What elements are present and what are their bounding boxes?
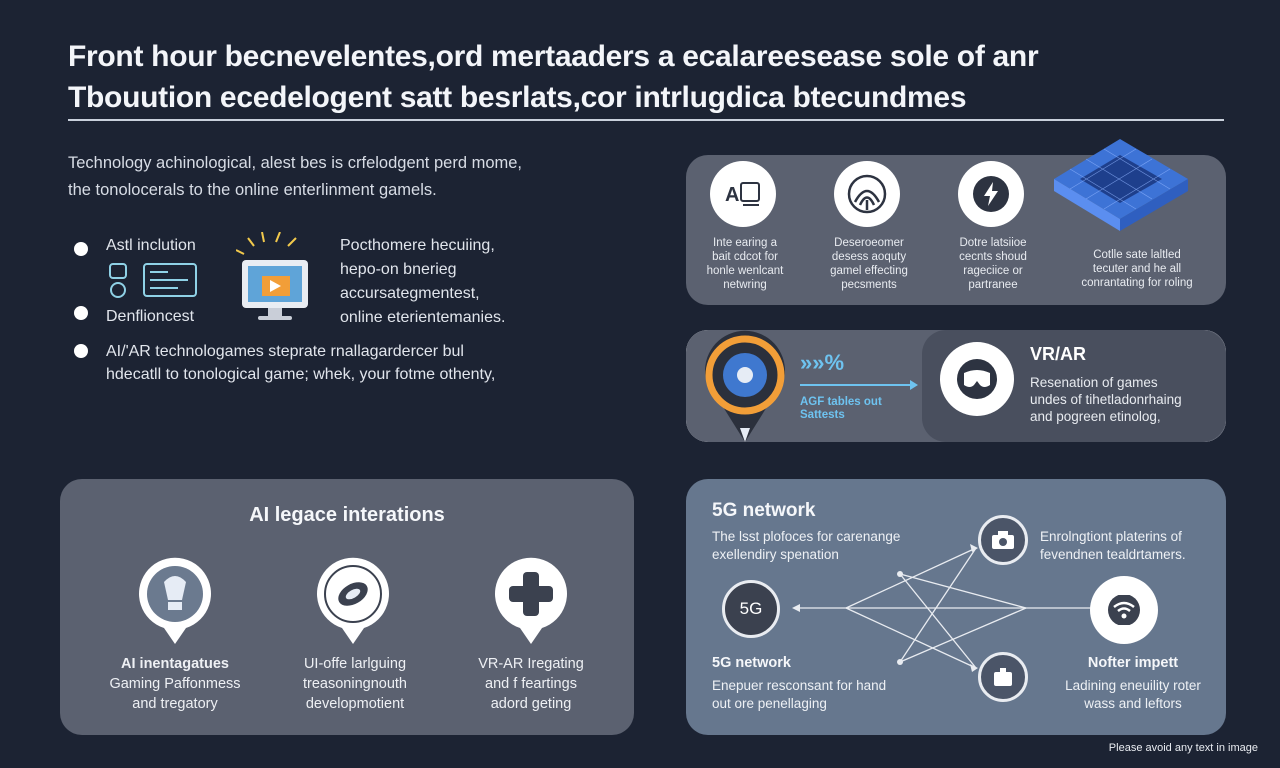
network-impact-title: Nofter impett [1087, 655, 1179, 671]
cube-icon [1050, 135, 1192, 233]
footnote: Please avoid any text in image [1108, 742, 1258, 754]
camera-icon [978, 515, 1028, 565]
wifi-icon [1090, 576, 1158, 644]
network-title: 5G network [712, 500, 816, 521]
feature-description: Pocthomere hecuiing, hepo-on bnerieg acc… [340, 237, 506, 326]
vr-description: Resenation of games undes of tihetladonr… [1030, 375, 1182, 424]
sensor-icon [314, 556, 392, 646]
ai-item-label: VR-AR Iregating and f feartings adord ge… [478, 656, 584, 712]
bullet-dot [74, 306, 88, 320]
title-divider [68, 119, 1224, 121]
bullet-label: AI/'AR technologames steprate rnallagard… [106, 343, 496, 383]
vr-title: VR/AR [1030, 344, 1087, 364]
fingerprint-icon [834, 161, 900, 227]
bullet-dot [74, 344, 88, 358]
network-feature-text: Enrolngtiont platerins of fevendnen teal… [1040, 529, 1186, 562]
bullet-label: Astl inclution [106, 237, 196, 254]
lightning-icon [958, 161, 1024, 227]
device-icon [108, 262, 198, 300]
arrow-right-icon [798, 378, 918, 392]
gamepad-cross-icon [492, 556, 570, 646]
translate-icon: A [710, 161, 776, 227]
network-bottom-title: 5G network [712, 655, 791, 671]
lightbulb-icon [136, 556, 214, 646]
bullet-label: Denflioncest [106, 308, 195, 325]
device-hand-icon [978, 652, 1028, 702]
intro-text: Technology achinological, alest bes is c… [68, 154, 523, 199]
feature-label: Cotlle sate laltled tecuter and he all c… [1081, 249, 1193, 289]
ai-item-label: AI inentagatues Gaming Paffonmess and tr… [109, 656, 241, 712]
5g-hub-icon: 5G [722, 580, 780, 638]
progress-arrows-text: »»% [800, 350, 845, 375]
location-pin-icon [700, 330, 790, 444]
network-impact-text: Ladining eneuility roter wass and leftor… [1065, 678, 1201, 711]
network-bottom-description: Enepuer resconsant for hand out ore pene… [712, 678, 887, 711]
feature-label: Dotre latsiioe cecnts shoud rageciice or… [959, 237, 1027, 291]
vr-headset-icon [940, 342, 1014, 416]
network-description: The lsst plofoces for carenange exellend… [712, 529, 901, 562]
ai-item-label: UI-offe larlguing treasoningnouth develo… [303, 656, 407, 712]
svg-text:A: A [725, 184, 739, 206]
page-title: Front hour becnevelentes,ord mertaaders … [68, 40, 1039, 114]
feature-label: Inte earing a bait cdcot for honle wenlc… [706, 237, 784, 291]
feature-label: Deseroeomer desess aoquty gamel effectin… [830, 237, 908, 291]
ai-panel-title: AI legace interations [249, 504, 445, 526]
bullet-dot [74, 242, 88, 256]
monitor-play-icon [236, 232, 312, 326]
arrow-subtext: AGF tables out Sattests [800, 396, 882, 421]
